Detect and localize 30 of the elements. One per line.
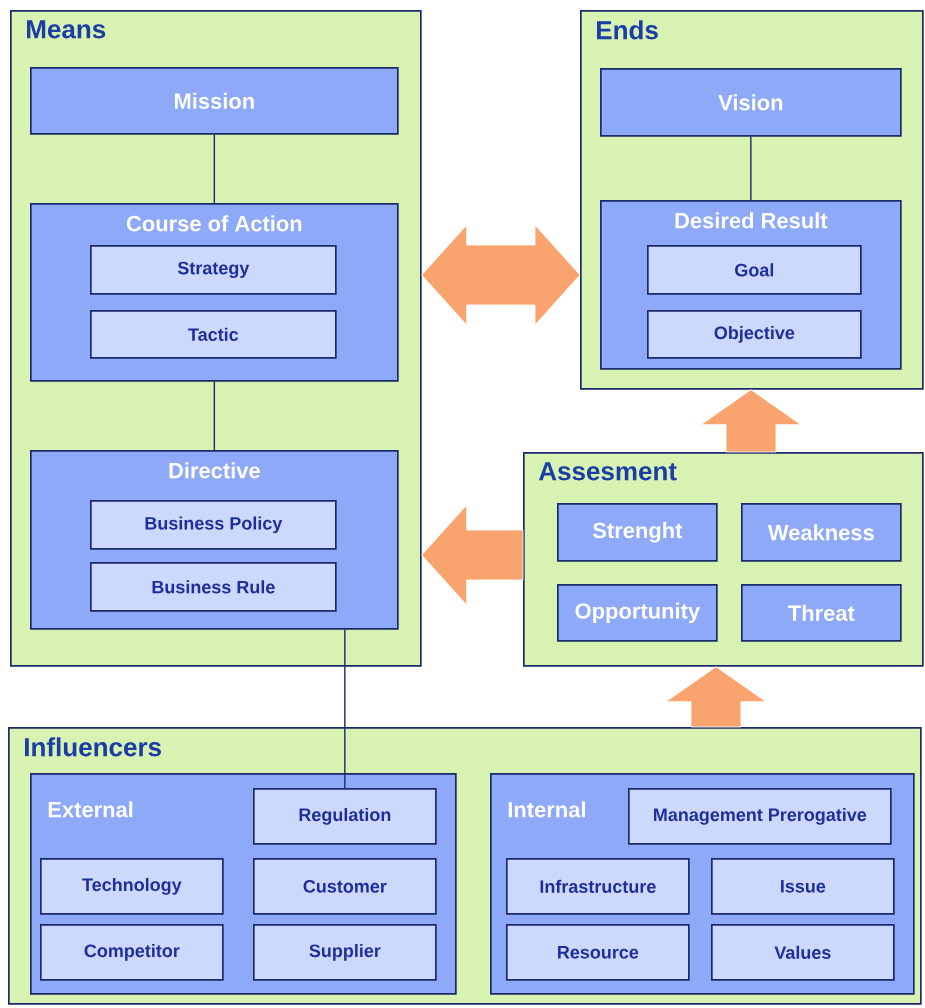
item-box: Strategy (90, 245, 337, 295)
item-box: Customer (253, 858, 437, 915)
group-box: Opportunity (557, 584, 718, 642)
item-box: Competitor (40, 924, 224, 981)
item-box: Regulation (253, 788, 437, 845)
group-box: Vision (600, 68, 902, 137)
block-arrow (421, 504, 524, 606)
item-box: Management Prerogative (628, 788, 892, 845)
connector-line (750, 136, 752, 201)
item-box: Issue (711, 858, 895, 915)
connector-line (213, 381, 216, 451)
item-box: Tactic (90, 310, 337, 359)
item-box: Infrastructure (506, 858, 690, 915)
group-box: Mission (30, 67, 399, 135)
item-box: Business Rule (90, 562, 337, 612)
connector-line (344, 629, 346, 789)
group-box: Threat (741, 584, 902, 642)
item-box: Resource (506, 924, 690, 981)
item-box: Values (711, 924, 895, 981)
group-box: Strenght (557, 503, 718, 562)
block-arrow (665, 666, 767, 728)
block-arrow (700, 389, 802, 453)
block-arrow (421, 224, 581, 326)
connector-line (213, 134, 216, 204)
item-box: Business Policy (90, 500, 337, 550)
item-box: Goal (647, 245, 862, 295)
item-box: Objective (647, 310, 862, 359)
group-box: Weakness (741, 503, 902, 562)
item-box: Supplier (253, 924, 437, 981)
item-box: Technology (40, 858, 224, 915)
